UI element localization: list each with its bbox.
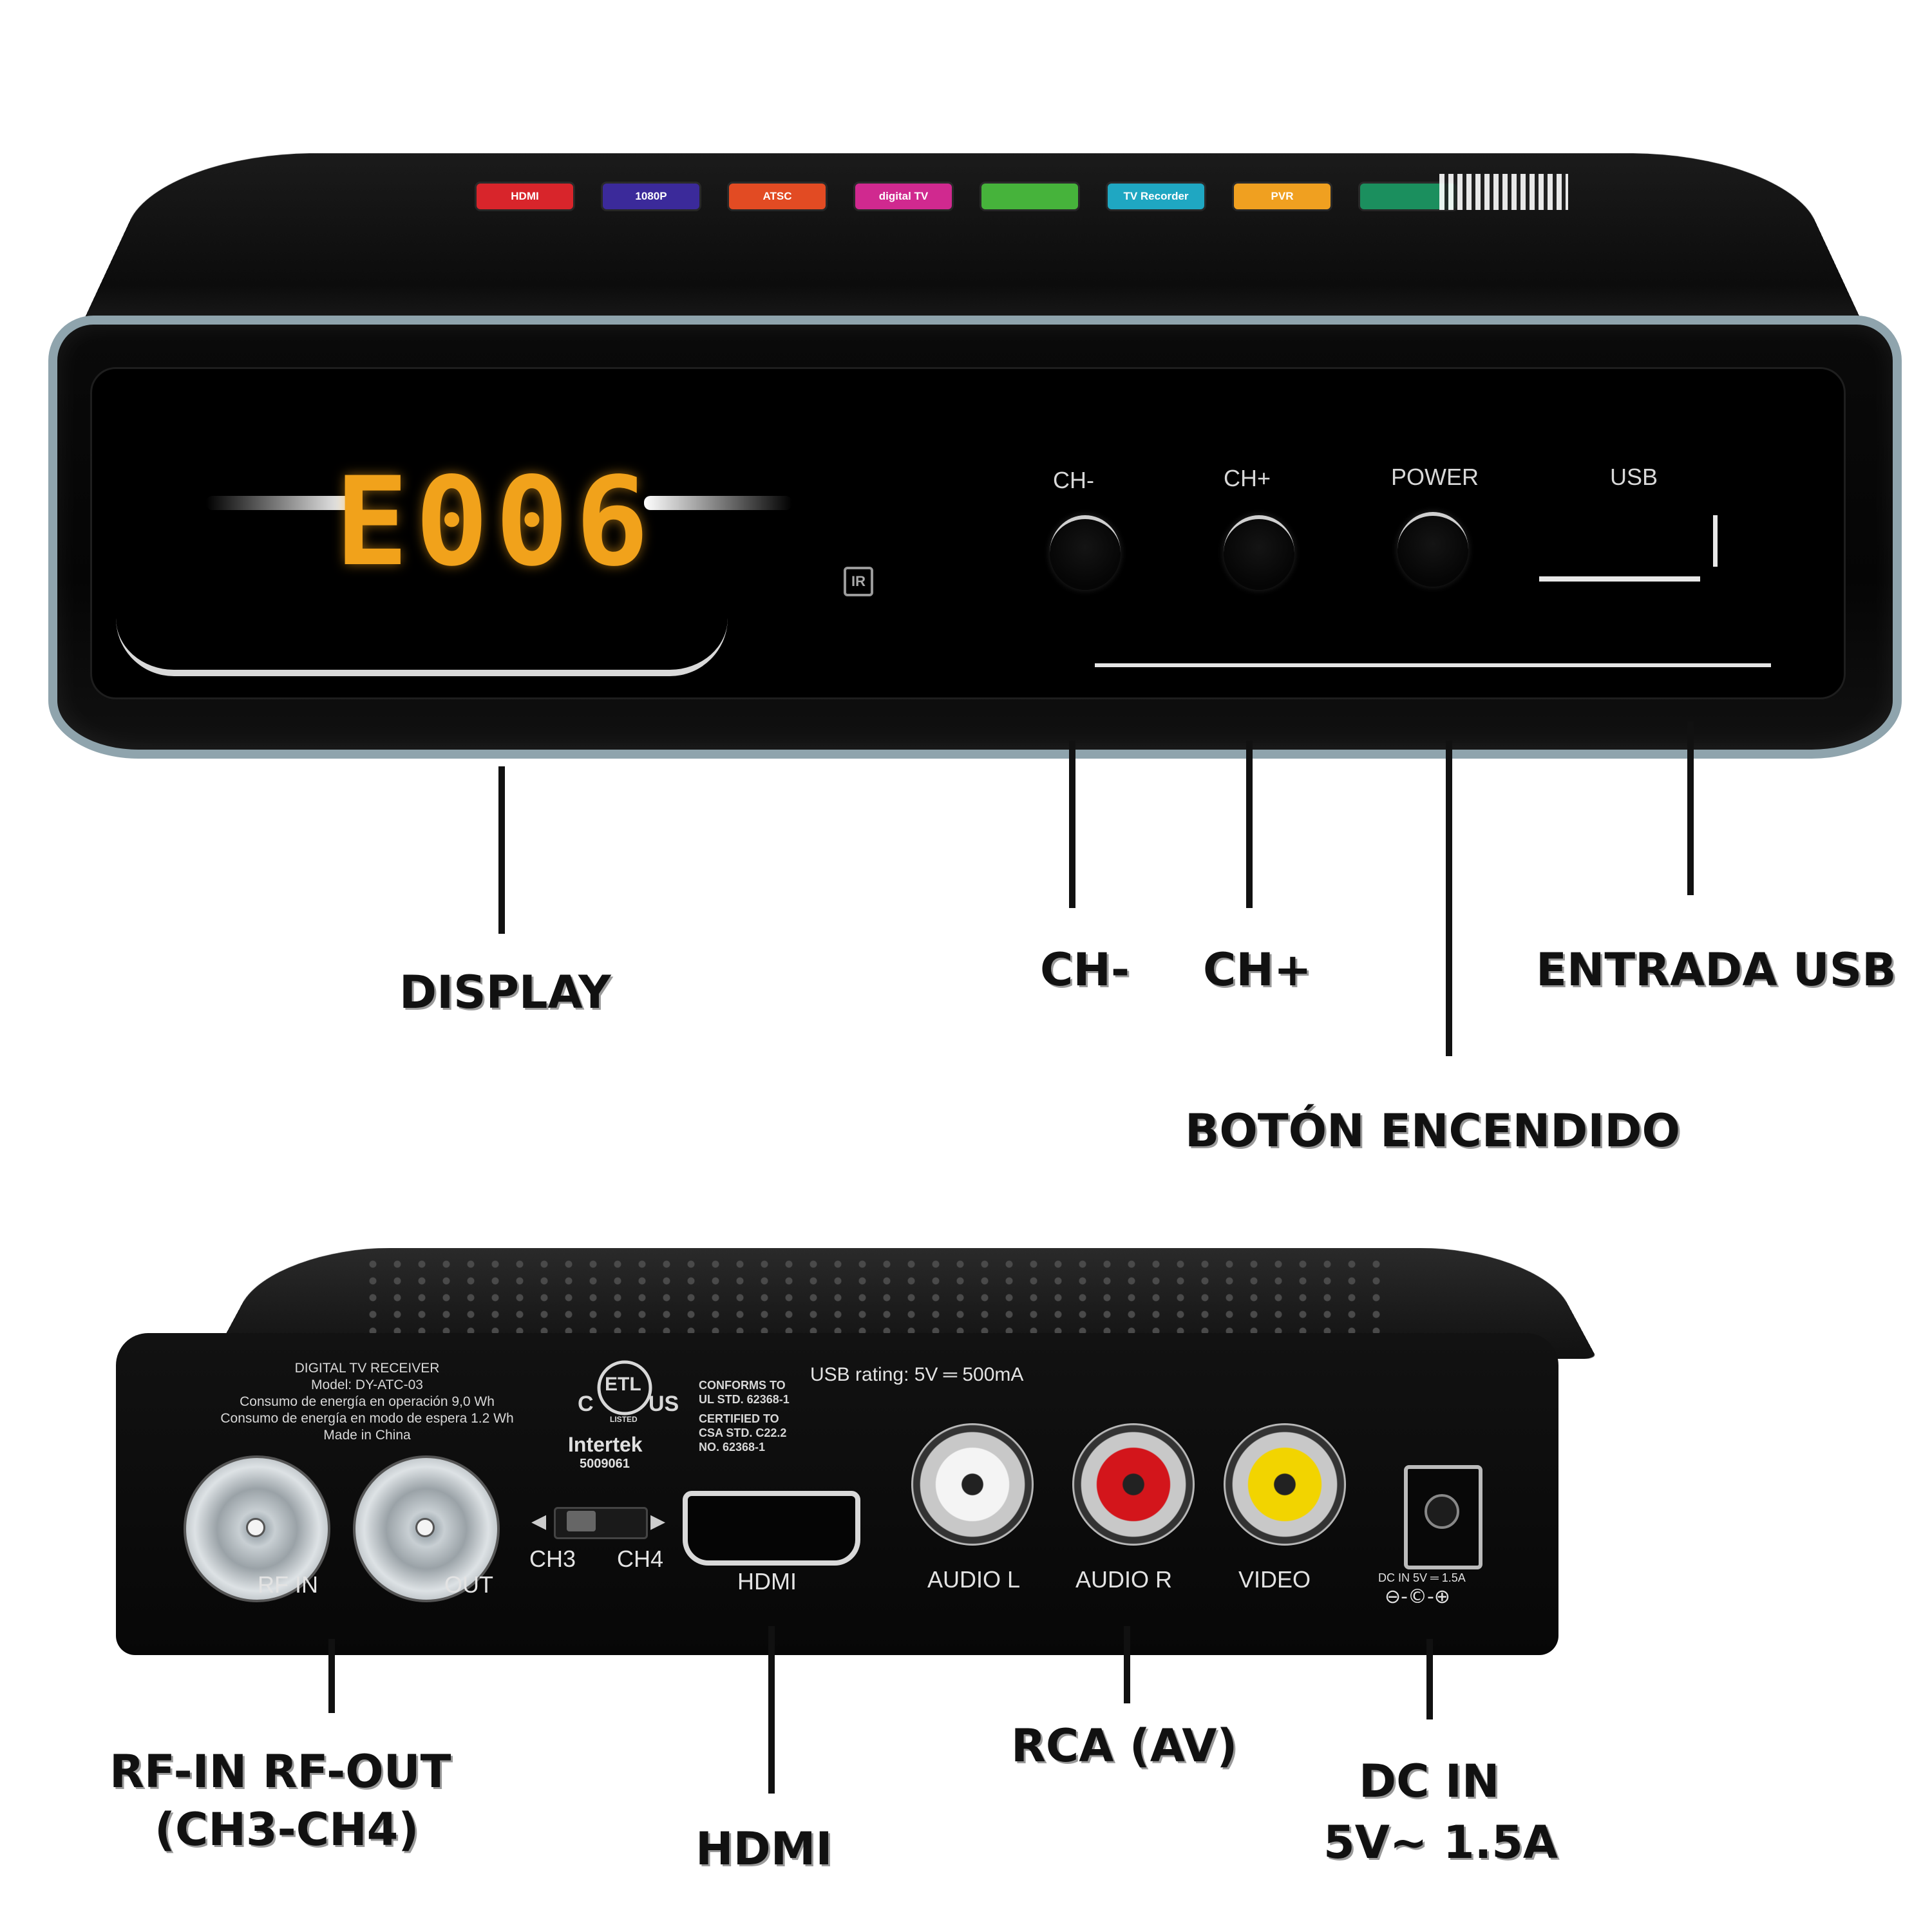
- rf-in-label: RF IN: [258, 1571, 318, 1598]
- etl-c: C: [578, 1392, 594, 1416]
- dc-in-rating: DC IN 5V ═ 1.5A: [1378, 1571, 1466, 1584]
- ch-minus-button[interactable]: [1050, 515, 1121, 590]
- callout-usb-input: ENTRADA USB: [1536, 943, 1897, 996]
- callout-dc-in: DC IN: [1359, 1755, 1500, 1808]
- video-jack[interactable]: [1224, 1423, 1346, 1546]
- etl-us: US: [649, 1392, 679, 1416]
- product-label-line: DIGITAL TV RECEIVER: [294, 1361, 440, 1376]
- video-label: VIDEO: [1238, 1566, 1311, 1593]
- leader-line-rca: [1124, 1626, 1130, 1703]
- cert-line: NO. 62368-1: [699, 1441, 766, 1454]
- ch3-label: CH3: [529, 1546, 576, 1572]
- badge-media-icon: [981, 184, 1078, 209]
- rf-out-label: OUT: [444, 1571, 493, 1598]
- leader-line-display: [498, 766, 505, 934]
- cert-line: CONFORMS TO: [699, 1379, 786, 1392]
- usb-rating: USB rating: 5V ═ 500mA: [810, 1364, 1024, 1385]
- ch-plus-button[interactable]: [1224, 515, 1294, 590]
- callout-hdmi: HDMI: [696, 1823, 833, 1875]
- callout-display: DISPLAY: [399, 966, 611, 1019]
- power-label: POWER: [1391, 464, 1479, 490]
- badge-pvr: PVR: [1234, 184, 1331, 209]
- glass-reflection-line: [1095, 663, 1771, 667]
- callout-power-button: BOTÓN ENCENDIDO: [1185, 1104, 1681, 1157]
- intertek-number: 5009061: [580, 1457, 630, 1471]
- callout-ch-plus: CH+: [1203, 943, 1312, 996]
- ch4-label: CH4: [617, 1546, 664, 1572]
- led-display: E006: [335, 451, 656, 593]
- dc-power-hole: [1425, 1494, 1459, 1529]
- product-label-line: Made in China: [323, 1428, 411, 1443]
- display-wing-left: [206, 496, 354, 510]
- badge-digital-tv: digital TV: [855, 184, 952, 209]
- etl-logo-icon: [597, 1360, 652, 1416]
- leader-line-usb: [1687, 721, 1694, 895]
- leader-line-dc: [1426, 1639, 1433, 1719]
- callout-rca: RCA (AV): [1011, 1719, 1238, 1772]
- rf-in-pin: [246, 1518, 265, 1537]
- rf-out-pin: [415, 1518, 435, 1537]
- cert-line: UL STD. 62368-1: [699, 1393, 790, 1406]
- hdmi-port[interactable]: [683, 1491, 860, 1566]
- channel-switch-knob[interactable]: [567, 1511, 596, 1531]
- intertek-label: Intertek: [568, 1433, 643, 1456]
- glass-reflection: [116, 618, 728, 676]
- callout-rf-channels: (CH3-CH4): [155, 1803, 419, 1856]
- audio-l-jack[interactable]: [911, 1423, 1034, 1546]
- product-label-line: Model: DY-ATC-03: [311, 1378, 423, 1392]
- cert-line: CSA STD. C22.2: [699, 1426, 787, 1439]
- product-label: DIGITAL TV RECEIVER Model: DY-ATC-03 Con…: [187, 1360, 547, 1444]
- badge-1080p: 1080P: [603, 184, 699, 209]
- usb-label: USB: [1610, 464, 1658, 490]
- callout-rf: RF-IN RF-OUT: [109, 1745, 451, 1798]
- badge-tv-recorder: TV Recorder: [1108, 184, 1204, 209]
- badge-hdmi: HDMI: [477, 184, 573, 209]
- ventilation-grille: [361, 1256, 1391, 1340]
- leader-line-rf: [328, 1639, 335, 1713]
- leader-line-ch-minus: [1069, 741, 1075, 908]
- etl-listed-mark: ETL C US LISTED: [576, 1356, 679, 1433]
- etl-text: ETL: [605, 1374, 641, 1395]
- arrow-right-icon: ▶: [650, 1510, 666, 1533]
- leader-line-hdmi: [768, 1626, 775, 1794]
- feature-badges: HDMI 1080P ATSC digital TV TV Recorder P…: [477, 174, 1457, 219]
- cert-line: CERTIFIED TO: [699, 1412, 779, 1425]
- arrow-left-icon: ◀: [531, 1510, 547, 1533]
- display-wing-right: [644, 496, 792, 510]
- qr-code-icon: [1439, 174, 1568, 210]
- cert-line: [699, 1406, 790, 1412]
- usb-port[interactable]: [1539, 576, 1700, 582]
- product-label-line: Consumo de energía en operación 9,0 Wh: [240, 1394, 495, 1409]
- certification-block: CONFORMS TO UL STD. 62368-1 CERTIFIED TO…: [699, 1378, 790, 1454]
- leader-line-power: [1446, 741, 1452, 1056]
- ir-sensor-icon: IR: [844, 567, 873, 596]
- leader-line-ch-plus: [1246, 741, 1253, 908]
- product-label-line: Consumo de energía en modo de espera 1.2…: [220, 1411, 514, 1426]
- ch-minus-label: CH-: [1053, 467, 1094, 493]
- etl-listed: LISTED: [610, 1415, 638, 1424]
- ch-plus-label: CH+: [1224, 465, 1271, 491]
- audio-r-label: AUDIO R: [1075, 1566, 1173, 1593]
- audio-l-label: AUDIO L: [927, 1566, 1021, 1593]
- polarity-icon: ⊖-©-⊕: [1385, 1586, 1450, 1608]
- usb-port-edge: [1713, 515, 1718, 567]
- front-inner-panel: [90, 367, 1846, 699]
- power-button[interactable]: [1397, 512, 1468, 587]
- badge-atsc: ATSC: [729, 184, 826, 209]
- callout-dc-rating: 5V~ 1.5A: [1323, 1816, 1558, 1869]
- hdmi-label: HDMI: [737, 1568, 797, 1595]
- audio-r-jack[interactable]: [1072, 1423, 1195, 1546]
- callout-ch-minus: CH-: [1040, 943, 1130, 996]
